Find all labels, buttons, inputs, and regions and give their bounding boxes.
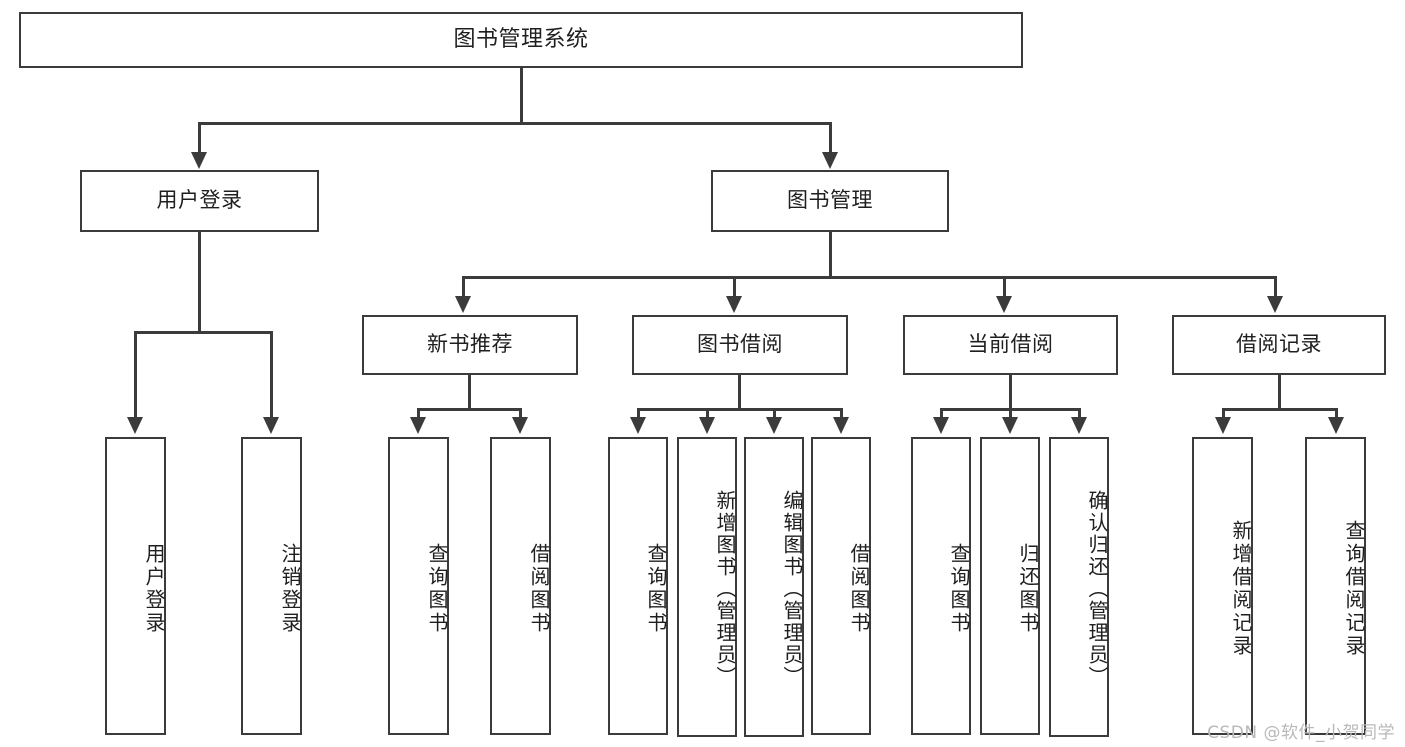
connector-root-bus — [198, 122, 832, 125]
leaf-br-add-record[interactable]: 新增借阅记录 — [1192, 437, 1253, 735]
connector-nbr-bus — [417, 408, 522, 411]
node-new-book-recommend[interactable]: 新书推荐 — [362, 315, 578, 375]
arrow-to-borrow-record — [1267, 296, 1283, 313]
arrow-cb-leaf-2 — [1002, 417, 1018, 434]
connector-bm-drop-2 — [733, 276, 736, 298]
leaf-bb-edit-book-admin[interactable]: 编辑图书（管理员） — [744, 437, 804, 737]
connector-user-login-bus — [134, 331, 273, 334]
connector-root-right-drop — [829, 122, 832, 154]
connector-bm-drop-4 — [1274, 276, 1277, 298]
arrow-to-new-book-recommend — [455, 296, 471, 313]
connector-br-drop-1 — [1222, 408, 1225, 419]
connector-cb-drop-1 — [940, 408, 943, 419]
connector-bm-drop-3 — [1003, 276, 1006, 298]
connector-user-login-trunk — [198, 232, 201, 333]
connector-bb-trunk — [738, 375, 741, 410]
leaf-br-query-record[interactable]: 查询借阅记录 — [1305, 437, 1366, 735]
leaf-logout[interactable]: 注销登录 — [241, 437, 302, 735]
connector-bb-drop-3 — [773, 408, 776, 419]
connector-book-manage-bus — [462, 276, 1277, 279]
connector-cb-drop-3 — [1078, 408, 1081, 419]
arrow-br-leaf-2 — [1328, 417, 1344, 434]
connector-user-login-left-drop — [134, 331, 137, 419]
connector-cb-trunk — [1009, 375, 1012, 410]
arrow-bb-leaf-4 — [833, 417, 849, 434]
connector-bb-bus — [637, 408, 843, 411]
leaf-nbr-borrow-book[interactable]: 借阅图书 — [490, 437, 551, 735]
node-user-login[interactable]: 用户登录 — [80, 170, 319, 232]
leaf-bb-query-book[interactable]: 查询图书 — [608, 437, 668, 735]
arrow-nbr-leaf-2 — [512, 417, 528, 434]
leaf-bb-add-book-admin[interactable]: 新增图书（管理员） — [677, 437, 737, 737]
leaf-cb-query-book[interactable]: 查询图书 — [911, 437, 971, 735]
arrow-br-leaf-1 — [1215, 417, 1231, 434]
arrow-bb-leaf-3 — [766, 417, 782, 434]
connector-bb-drop-1 — [637, 408, 640, 419]
connector-nbr-drop-2 — [519, 408, 522, 419]
leaf-cb-confirm-return-admin[interactable]: 确认归还（管理员） — [1049, 437, 1109, 737]
leaf-user-login[interactable]: 用户登录 — [105, 437, 166, 735]
arrow-to-book-manage — [822, 152, 838, 169]
connector-root-left-drop — [198, 122, 201, 154]
node-borrow-record[interactable]: 借阅记录 — [1172, 315, 1386, 375]
arrow-to-user-login — [191, 152, 207, 169]
connector-cb-drop-2 — [1009, 408, 1012, 419]
connector-nbr-trunk — [468, 375, 471, 410]
arrow-nbr-leaf-1 — [410, 417, 426, 434]
arrow-cb-leaf-1 — [933, 417, 949, 434]
connector-root-trunk — [520, 68, 523, 123]
arrow-to-book-borrow — [726, 296, 742, 313]
connector-bb-drop-4 — [840, 408, 843, 419]
arrow-to-current-borrow — [996, 296, 1012, 313]
leaf-bb-borrow-book[interactable]: 借阅图书 — [811, 437, 871, 735]
connector-user-login-right-drop — [270, 331, 273, 419]
arrow-cb-leaf-3 — [1071, 417, 1087, 434]
node-current-borrow[interactable]: 当前借阅 — [903, 315, 1118, 375]
connector-br-trunk — [1278, 375, 1281, 410]
node-book-borrow[interactable]: 图书借阅 — [632, 315, 848, 375]
connector-book-manage-trunk — [829, 232, 832, 278]
arrow-to-leaf-logout — [263, 417, 279, 434]
arrow-bb-leaf-2 — [699, 417, 715, 434]
connector-bm-drop-1 — [462, 276, 465, 298]
arrow-to-leaf-user-login — [127, 417, 143, 434]
connector-nbr-drop-1 — [417, 408, 420, 419]
node-root-system[interactable]: 图书管理系统 — [19, 12, 1023, 68]
node-book-manage[interactable]: 图书管理 — [711, 170, 949, 232]
arrow-bb-leaf-1 — [630, 417, 646, 434]
leaf-cb-return-book[interactable]: 归还图书 — [980, 437, 1040, 735]
connector-br-drop-2 — [1335, 408, 1338, 419]
connector-br-bus — [1222, 408, 1338, 411]
connector-bb-drop-2 — [706, 408, 709, 419]
leaf-nbr-query-book[interactable]: 查询图书 — [388, 437, 449, 735]
